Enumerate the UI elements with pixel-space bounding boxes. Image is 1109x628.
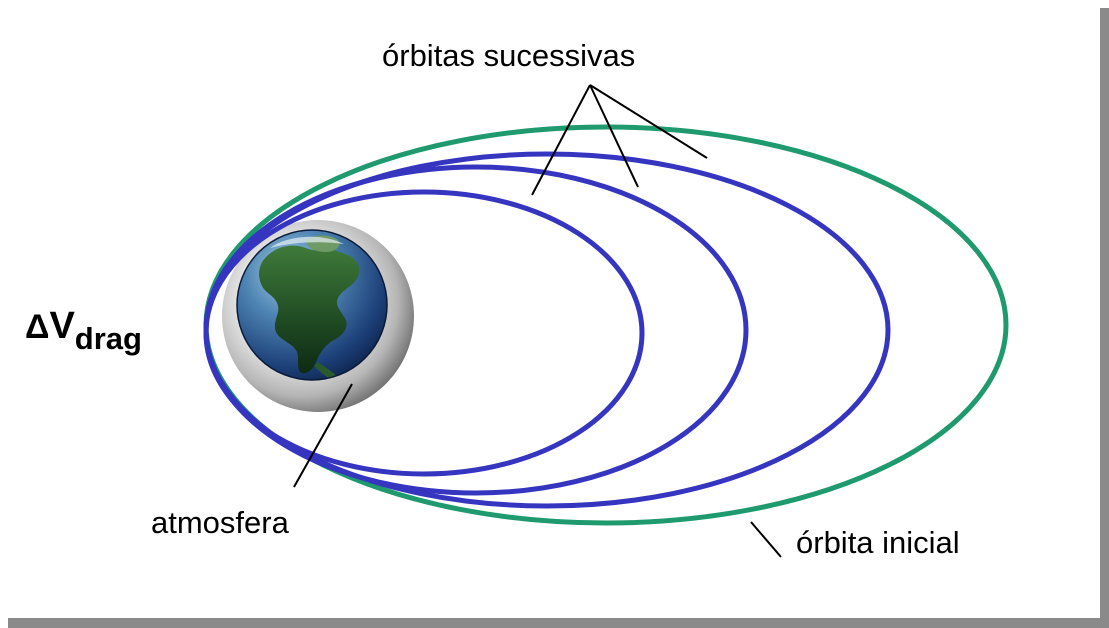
frame <box>8 8 1109 628</box>
atmosphere-label: atmosfera <box>151 505 290 540</box>
initial-orbit-label: órbita inicial <box>796 525 960 560</box>
leader-lines <box>293 84 782 558</box>
frame-shadow-right <box>1100 8 1109 628</box>
leader-line-orbit-2 <box>589 84 639 188</box>
successive-orbit-path-3 <box>203 189 645 477</box>
frame-shadow-bottom <box>8 618 1109 628</box>
delta-v-drag-label: ΔVdrag <box>25 305 142 356</box>
polar-ice <box>270 236 344 248</box>
velocity-subscript: drag <box>75 321 142 356</box>
successive-orbits-label: órbitas sucessivas <box>382 38 635 73</box>
leader-line-orbit-1 <box>589 84 708 159</box>
velocity-symbol: V <box>49 305 75 347</box>
leader-line-initial-orbit <box>750 521 782 558</box>
delta-symbol: Δ <box>25 308 49 346</box>
leader-line-orbit-3 <box>531 84 591 196</box>
north-america-landmass <box>259 245 360 374</box>
leader-line-atmosphere <box>293 383 353 488</box>
earth-globe-icon <box>236 229 388 381</box>
